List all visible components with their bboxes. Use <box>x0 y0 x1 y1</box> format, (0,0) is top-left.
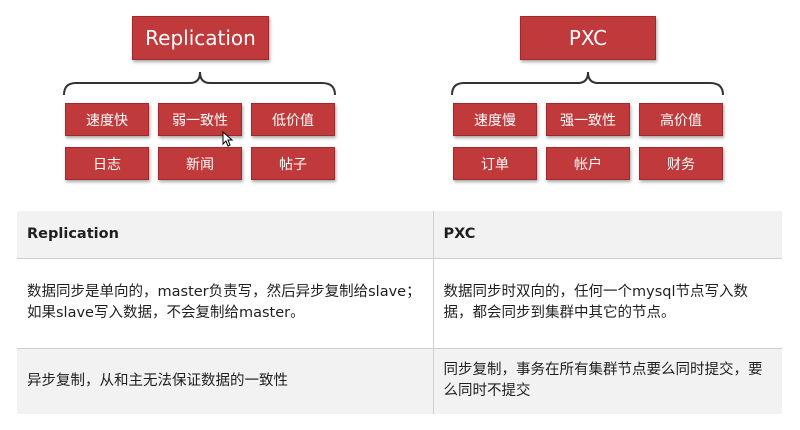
tag-news: 新闻 <box>158 147 242 180</box>
tag-finance: 财务 <box>639 147 723 180</box>
tag-strong-consistency: 强一致性 <box>546 103 630 136</box>
cell-replication-consistency: 异步复制，从和主无法保证数据的一致性 <box>17 348 434 414</box>
tag-label: 速度快 <box>86 112 128 129</box>
cell-pxc-consistency: 同步复制，事务在所有集群节点要么同时提交，要么同时不提交 <box>433 348 782 414</box>
cell-pxc-sync: 数据同步时双向的，任何一个mysql节点写入数据，都会同步到集群中其它的节点。 <box>433 258 782 349</box>
pxc-title-box: PXC <box>520 16 656 60</box>
pxc-title: PXC <box>568 26 608 50</box>
tag-label: 订单 <box>481 156 509 173</box>
tag-label: 帖子 <box>279 156 307 173</box>
tag-label: 速度慢 <box>474 112 516 129</box>
tag-label: 高价值 <box>660 112 702 129</box>
tag-slow: 速度慢 <box>453 103 537 136</box>
tag-account: 帐户 <box>546 147 630 180</box>
cell-replication-sync: 数据同步是单向的，master负责写，然后异步复制给slave；如果slave写… <box>17 258 434 349</box>
header-replication: Replication <box>17 211 434 259</box>
replication-title-box: Replication <box>132 16 269 60</box>
tag-label: 帐户 <box>574 156 602 173</box>
tag-order: 订单 <box>453 147 537 180</box>
tag-post: 帖子 <box>251 147 335 180</box>
tag-label: 低价值 <box>272 112 314 129</box>
tag-label: 新闻 <box>186 156 214 173</box>
tag-fast: 速度快 <box>65 103 149 136</box>
tag-high-value: 高价值 <box>639 103 723 136</box>
header-pxc: PXC <box>433 211 782 259</box>
tag-label: 强一致性 <box>560 112 616 129</box>
tag-label: 日志 <box>93 156 121 173</box>
table-row: 数据同步是单向的，master负责写，然后异步复制给slave；如果slave写… <box>17 258 782 349</box>
mouse-cursor-icon <box>222 131 234 147</box>
pxc-brace <box>451 71 724 96</box>
tag-label: 弱一致性 <box>172 112 228 129</box>
comparison-table: Replication PXC 数据同步是单向的，master负责写，然后异步复… <box>17 211 782 414</box>
table-header-row: Replication PXC <box>17 211 782 259</box>
tag-weak-consistency: 弱一致性 <box>158 103 242 136</box>
tag-log: 日志 <box>65 147 149 180</box>
tag-low-value: 低价值 <box>251 103 335 136</box>
tag-label: 财务 <box>667 156 695 173</box>
table-row: 异步复制，从和主无法保证数据的一致性 同步复制，事务在所有集群节点要么同时提交，… <box>17 348 782 414</box>
replication-brace <box>63 71 336 96</box>
replication-title: Replication <box>145 26 256 50</box>
